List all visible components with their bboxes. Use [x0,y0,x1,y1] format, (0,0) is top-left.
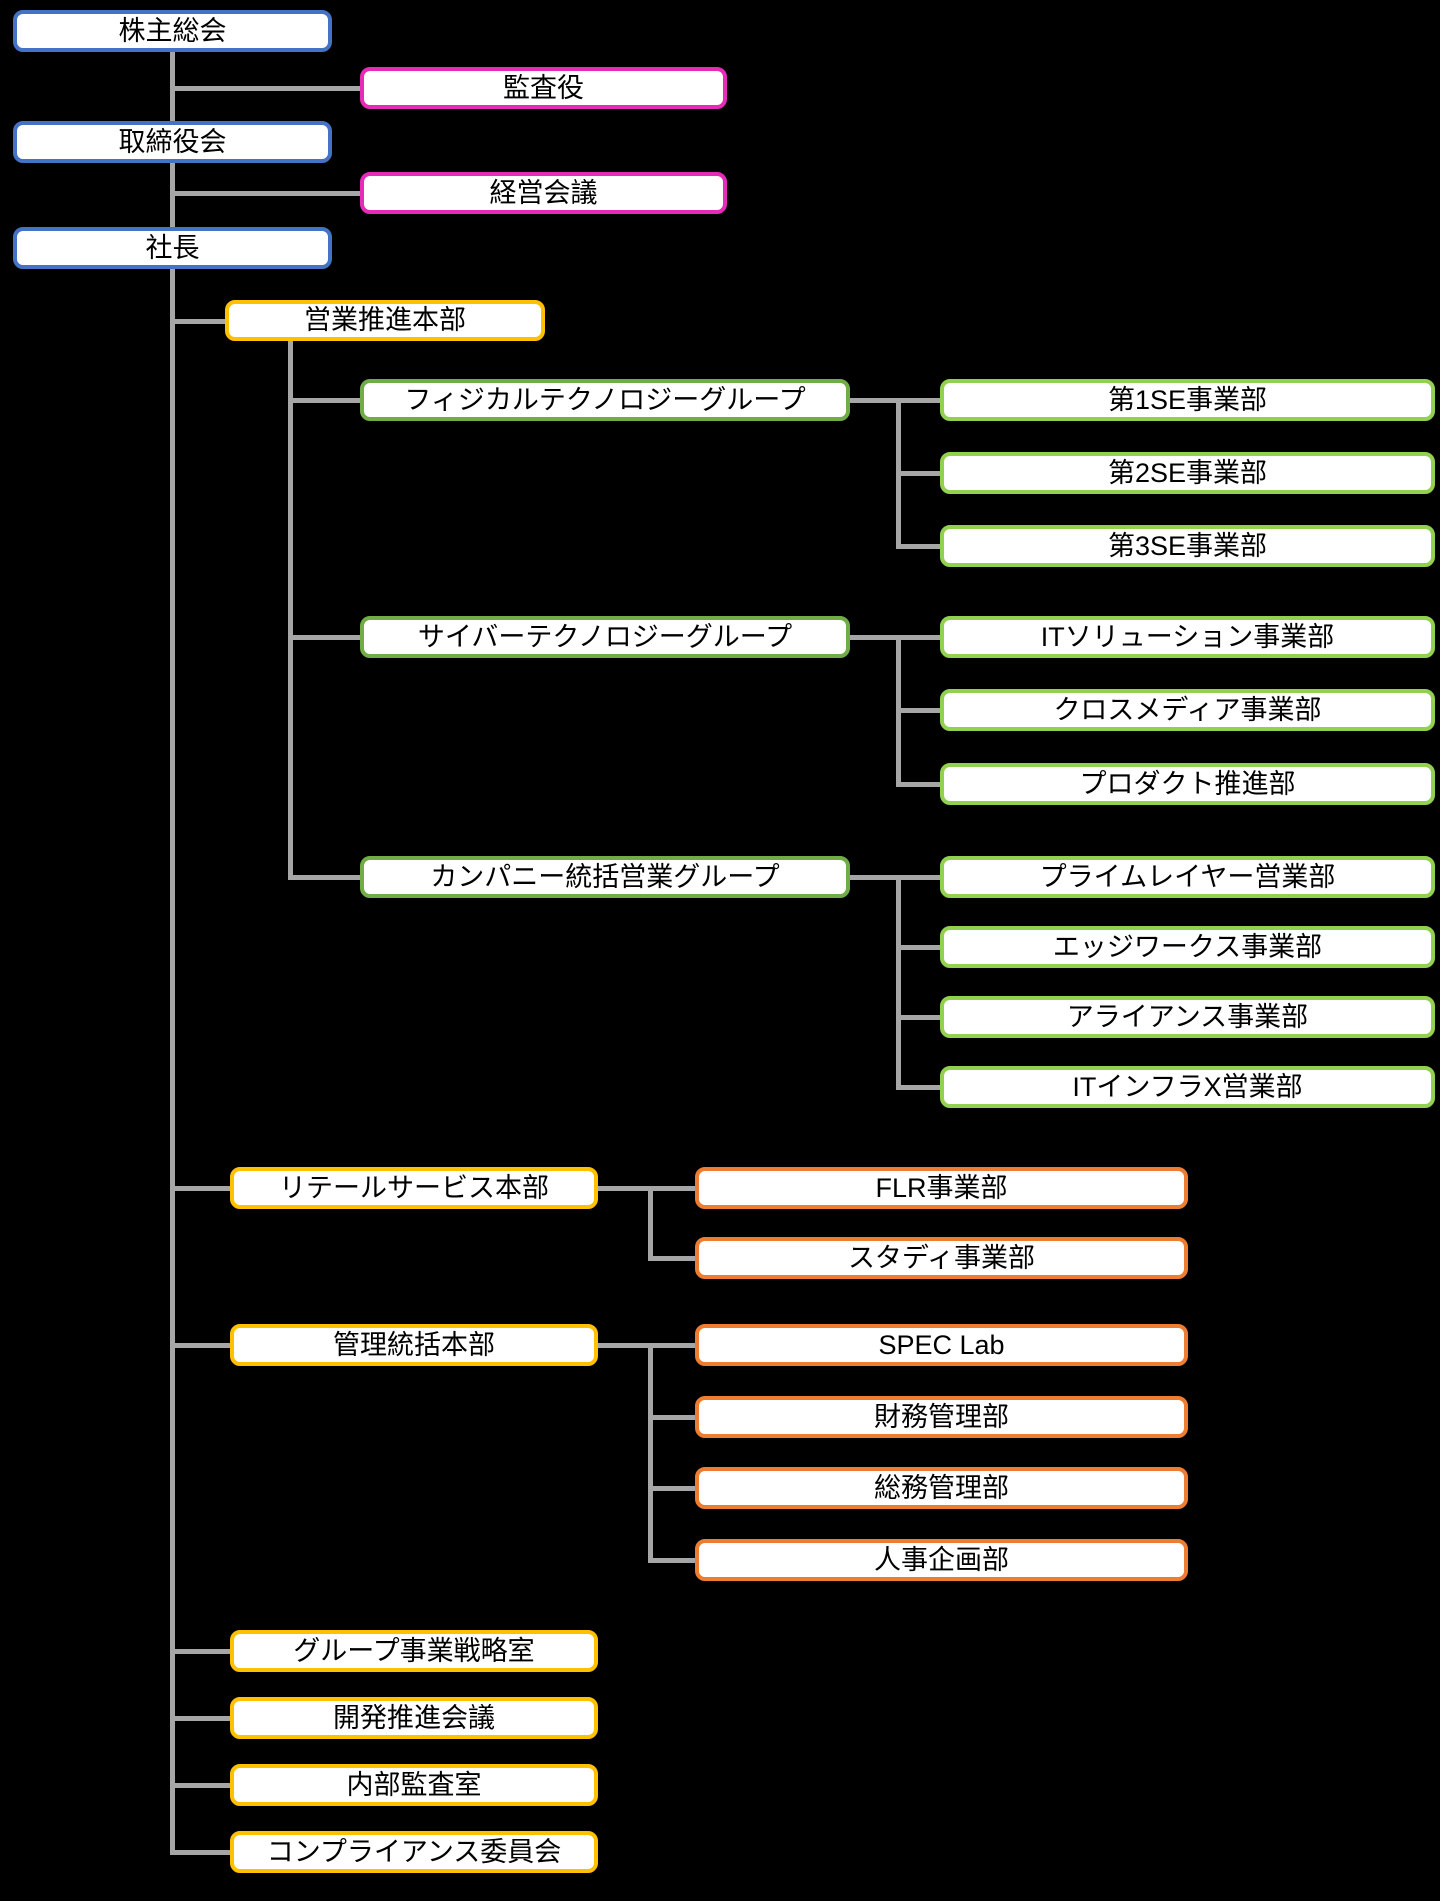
connector-segment [896,945,943,950]
node-dev-promotion-council: 開発推進会議 [230,1697,598,1739]
node-management-council: 経営会議 [360,172,727,214]
node-sales-promotion-hq: 営業推進本部 [225,300,545,341]
node-it-solution-division: ITソリューション事業部 [940,616,1435,658]
connector-segment [648,1343,653,1563]
connector-segment [648,1415,698,1420]
node-cross-media-division: クロスメディア事業部 [940,689,1435,731]
connector-segment [896,471,943,476]
connector-segment [288,339,293,880]
connector-segment [596,1343,698,1348]
connector-segment [288,875,363,880]
connector-segment [170,319,228,324]
connector-segment [170,86,363,91]
connector-segment [896,708,943,713]
node-board-of-directors: 取締役会 [13,121,332,163]
node-it-infra-x-sales: ITインフラX営業部 [940,1066,1435,1108]
node-edgeworks-division: エッジワークス事業部 [940,926,1435,968]
connector-segment [596,1186,698,1191]
node-auditor: 監査役 [360,67,727,109]
connector-segment [170,1649,233,1654]
connector-segment [170,267,175,1855]
connector-segment [288,398,363,403]
node-alliance-division: アライアンス事業部 [940,996,1435,1038]
node-retail-service-hq: リテールサービス本部 [230,1167,598,1209]
connector-segment [896,875,901,1090]
node-product-promotion-dept: プロダクト推進部 [940,763,1435,805]
node-flr-division: FLR事業部 [695,1167,1188,1209]
connector-segment [896,782,943,787]
node-se2-division: 第2SE事業部 [940,452,1435,494]
connector-segment [170,1850,233,1855]
connector-segment [848,398,943,403]
connector-segment [170,1716,233,1721]
connector-segment [896,544,943,549]
node-shareholders-meeting: 株主総会 [13,10,332,52]
node-group-strategy-office: グループ事業戦略室 [230,1630,598,1672]
node-se1-division: 第1SE事業部 [940,379,1435,421]
connector-segment [170,191,363,196]
connector-segment [848,875,943,880]
node-president: 社長 [13,227,332,269]
node-compliance-committee: コンプライアンス委員会 [230,1831,598,1873]
connector-segment [848,635,943,640]
node-hr-planning-dept: 人事企画部 [695,1539,1188,1581]
node-se3-division: 第3SE事業部 [940,525,1435,567]
node-admin-control-hq: 管理統括本部 [230,1324,598,1366]
connector-segment [648,1256,698,1261]
node-physical-tech-group: フィジカルテクノロジーグループ [360,379,850,421]
node-company-sales-group: カンパニー統括営業グループ [360,856,850,898]
node-spec-lab: SPEC Lab [695,1324,1188,1366]
connector-segment [648,1558,698,1563]
node-prime-layer-sales: プライムレイヤー営業部 [940,856,1435,898]
connector-segment [170,1343,233,1348]
node-internal-audit-office: 内部監査室 [230,1764,598,1806]
node-general-affairs-dept: 総務管理部 [695,1467,1188,1509]
connector-segment [648,1486,698,1491]
connector-segment [170,1783,233,1788]
connector-segment [896,1015,943,1020]
node-finance-dept: 財務管理部 [695,1396,1188,1438]
connector-segment [896,1085,943,1090]
connector-segment [170,1186,233,1191]
connector-segment [288,635,363,640]
node-study-division: スタディ事業部 [695,1237,1188,1279]
connector-segment [648,1186,653,1261]
node-cyber-tech-group: サイバーテクノロジーグループ [360,616,850,658]
